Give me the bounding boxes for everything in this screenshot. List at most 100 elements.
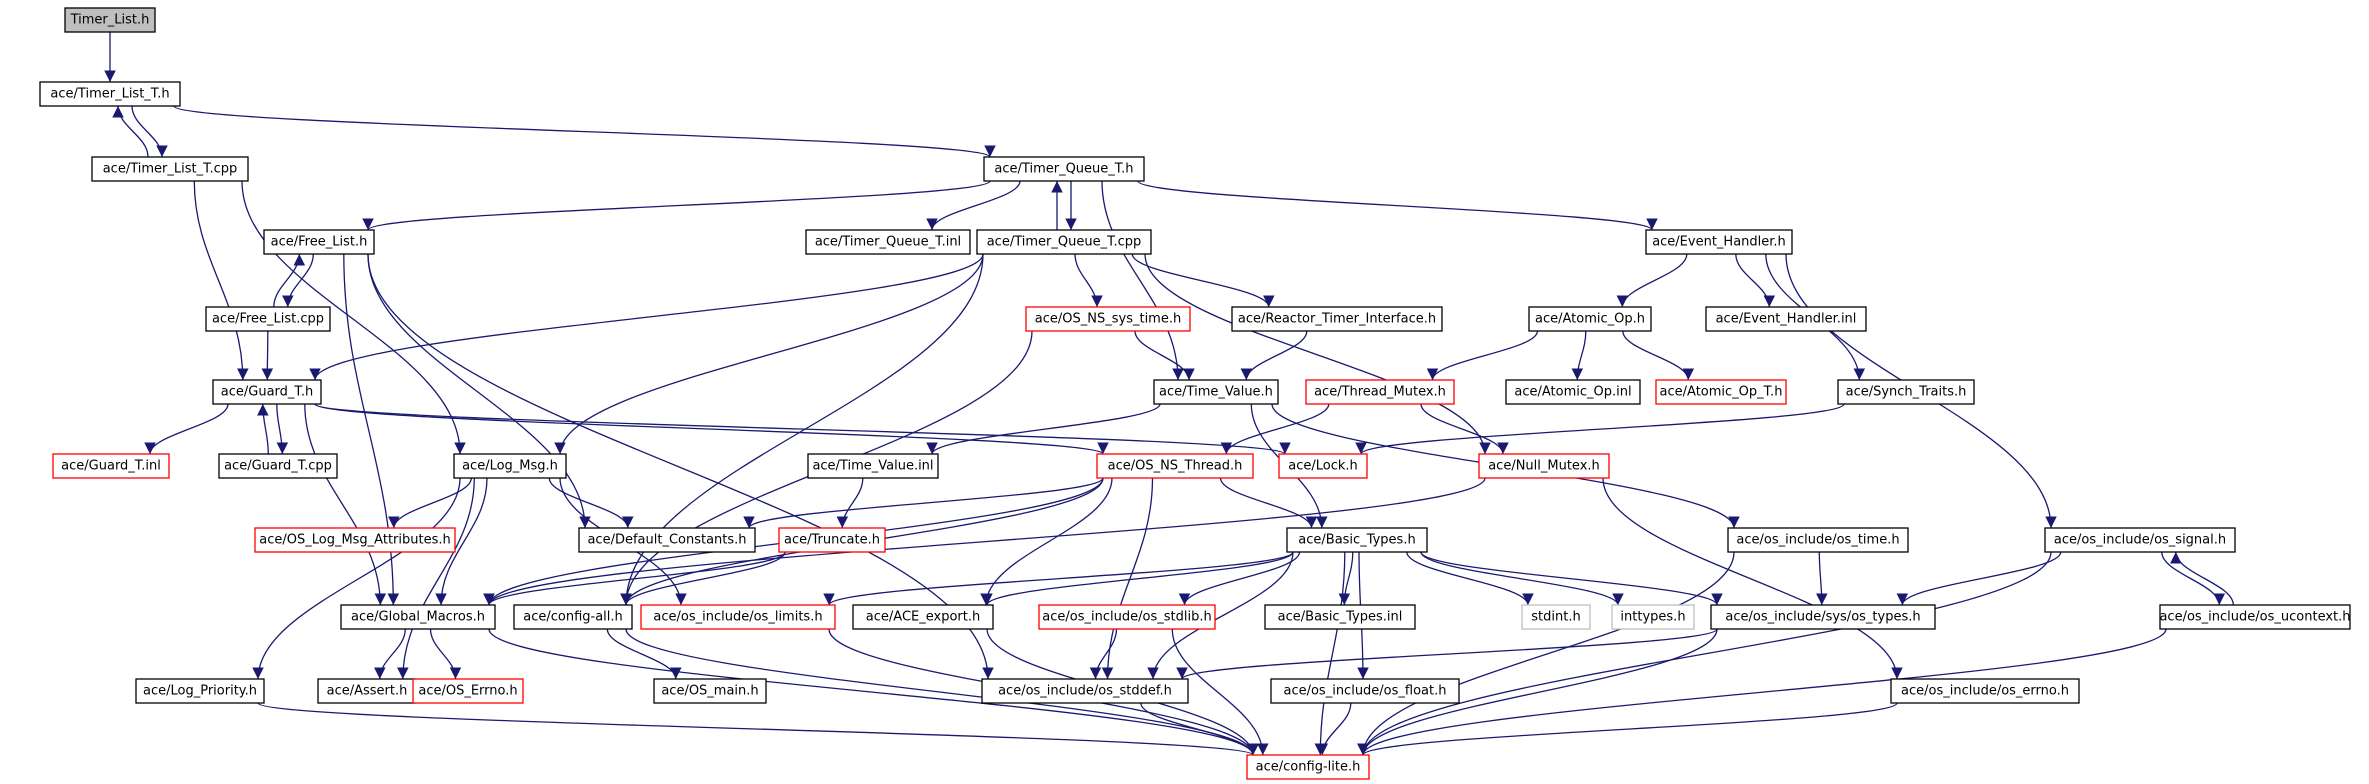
node-atomic-op-inl[interactable]: ace/Atomic_Op.inl — [1505, 379, 1641, 405]
node-config-all-h[interactable]: ace/config-all.h — [513, 604, 633, 630]
edge-free-list-cpp-to-free-list-h — [273, 253, 306, 308]
node-box — [1278, 453, 1368, 479]
node-truncate-h[interactable]: ace/Truncate.h — [778, 527, 886, 553]
node-timer-list-t-h[interactable]: ace/Timer_List_T.h — [39, 81, 181, 107]
node-box — [453, 453, 567, 479]
edge-os-time-h-to-sys-os-types-h — [1815, 551, 1828, 606]
edge-timer-list-t-cpp-to-timer-list-t-h — [112, 105, 149, 158]
node-os-limits-h[interactable]: ace/os_include/os_limits.h — [640, 604, 836, 630]
node-box — [317, 678, 417, 704]
node-guard-t-inl[interactable]: ace/Guard_T.inl — [52, 453, 170, 479]
node-global-macros-h[interactable]: ace/Global_Macros.h — [340, 604, 496, 630]
node-os-log-msg-attributes-h[interactable]: ace/OS_Log_Msg_Attributes.h — [254, 527, 456, 553]
node-label: ace/Time_Value.inl — [812, 459, 933, 474]
node-label: ace/Synch_Traits.h — [1846, 385, 1967, 400]
node-stdint-h[interactable]: stdint.h — [1521, 604, 1591, 630]
node-box — [983, 156, 1145, 182]
node-box — [1270, 678, 1460, 704]
node-box — [1890, 678, 2080, 704]
node-box — [1521, 604, 1591, 630]
node-box — [205, 306, 331, 332]
node-label: ace/os_include/os_float.h — [1283, 684, 1446, 699]
node-box — [1264, 604, 1416, 630]
node-atomic-op-h[interactable]: ace/Atomic_Op.h — [1528, 306, 1652, 332]
node-config-lite-h[interactable]: ace/config-lite.h — [1246, 754, 1370, 780]
node-free-list-h[interactable]: ace/Free_List.h — [263, 229, 375, 255]
node-sys-os-types-h[interactable]: ace/os_include/sys/os_types.h — [1710, 604, 1936, 630]
node-label: ace/Atomic_Op.inl — [1514, 385, 1631, 400]
node-ace-export-h[interactable]: ace/ACE_export.h — [852, 604, 994, 630]
node-timer-queue-t-inl[interactable]: ace/Timer_Queue_T.inl — [805, 229, 971, 255]
edge-os-ucontext-h-to-config-lite-h — [1357, 628, 2167, 756]
edge-os-include-os-errno-h-to-config-lite-h — [1357, 702, 1898, 756]
node-event-handler-h[interactable]: ace/Event_Handler.h — [1645, 229, 1793, 255]
node-os-main-h[interactable]: ace/OS_main.h — [653, 678, 767, 704]
node-box — [578, 527, 756, 553]
node-os-include-os-errno-h[interactable]: ace/os_include/os_errno.h — [1890, 678, 2080, 704]
node-box — [1611, 604, 1695, 630]
node-label: ace/Log_Msg.h — [462, 459, 558, 474]
node-layer: Timer_List.h ace/Timer_List_T.h ace/Timer_… — [39, 7, 2351, 780]
edge-truncate-h-to-global-macros-h — [483, 551, 786, 606]
node-label: ace/OS_NS_Thread.h — [1108, 459, 1243, 474]
node-time-value-h[interactable]: ace/Time_Value.h — [1153, 379, 1279, 405]
edge-os-ns-sys-time-h-to-time-value-h — [1134, 330, 1195, 381]
node-os-ns-sys-time-h[interactable]: ace/OS_NS_sys_time.h — [1025, 306, 1191, 332]
node-atomic-op-t-h[interactable]: ace/Atomic_Op_T.h — [1655, 379, 1787, 405]
node-lock-h[interactable]: ace/Lock.h — [1278, 453, 1368, 479]
node-timer-list-t-cpp[interactable]: ace/Timer_List_T.cpp — [91, 156, 249, 182]
node-label: ace/Null_Mutex.h — [1488, 459, 1600, 474]
edge-reactor-timer-interface-h-to-time-value-h — [1240, 330, 1308, 381]
node-os-stdlib-h[interactable]: ace/os_include/os_stdlib.h — [1038, 604, 1216, 630]
node-box — [778, 527, 886, 553]
node-event-handler-inl[interactable]: ace/Event_Handler.inl — [1705, 306, 1867, 332]
node-os-stddef-h[interactable]: ace/os_include/os_stddef.h — [981, 678, 1189, 704]
node-timer-list-h[interactable]: Timer_List.h — [64, 7, 156, 33]
node-null-mutex-h[interactable]: ace/Null_Mutex.h — [1478, 453, 1610, 479]
node-default-constants-h[interactable]: ace/Default_Constants.h — [578, 527, 756, 553]
node-reactor-timer-interface-h[interactable]: ace/Reactor_Timer_Interface.h — [1231, 306, 1443, 332]
node-guard-t-cpp[interactable]: ace/Guard_T.cpp — [218, 453, 338, 479]
edge-null-mutex-h-to-os-include-os-errno-h — [1602, 477, 1903, 680]
node-os-float-h[interactable]: ace/os_include/os_float.h — [1270, 678, 1460, 704]
node-box — [981, 678, 1189, 704]
node-box — [805, 229, 971, 255]
node-os-ucontext-h[interactable]: ace/os_include/os_ucontext.h — [2159, 604, 2351, 630]
edge-free-list-h-to-default-constants-h — [367, 253, 591, 529]
node-time-value-inl[interactable]: ace/Time_Value.inl — [807, 453, 939, 479]
node-synch-traits-h[interactable]: ace/Synch_Traits.h — [1837, 379, 1975, 405]
node-log-priority-h[interactable]: ace/Log_Priority.h — [135, 678, 265, 704]
node-box — [852, 604, 994, 630]
node-timer-queue-t-h[interactable]: ace/Timer_Queue_T.h — [983, 156, 1145, 182]
node-os-signal-h[interactable]: ace/os_include/os_signal.h — [2044, 527, 2236, 553]
edge-basic-types-h-to-ace-export-h — [981, 551, 1294, 606]
node-free-list-cpp[interactable]: ace/Free_List.cpp — [205, 306, 331, 332]
edge-log-msg-h-to-assert-h — [396, 477, 475, 680]
node-label: ace/Reactor_Timer_Interface.h — [1238, 312, 1436, 327]
edge-basic-types-h-to-config-lite-h — [1314, 551, 1346, 756]
node-box — [653, 678, 767, 704]
node-box — [1231, 306, 1443, 332]
edge-os-ns-thread-h-to-default-constants-h — [743, 477, 1104, 529]
node-label: ace/Guard_T.h — [221, 385, 313, 400]
node-basic-types-h[interactable]: ace/Basic_Types.h — [1286, 527, 1428, 553]
edge-log-priority-h-to-config-lite-h — [257, 702, 1259, 756]
edge-layer — [104, 32, 2234, 756]
node-box — [1710, 604, 1936, 630]
node-box — [1478, 453, 1610, 479]
node-label: ace/Time_Value.h — [1159, 385, 1273, 400]
node-os-errno-h-red[interactable]: ace/OS_Errno.h — [412, 678, 524, 704]
node-timer-queue-t-cpp[interactable]: ace/Timer_Queue_T.cpp — [976, 229, 1152, 255]
node-os-time-h[interactable]: ace/os_include/os_time.h — [1727, 527, 1909, 553]
node-basic-types-inl[interactable]: ace/Basic_Types.inl — [1264, 604, 1416, 630]
node-inttypes-h[interactable]: inttypes.h — [1611, 604, 1695, 630]
node-box — [513, 604, 633, 630]
node-thread-mutex-h[interactable]: ace/Thread_Mutex.h — [1305, 379, 1455, 405]
node-box — [807, 453, 939, 479]
edge-os-ns-thread-h-to-basic-types-h — [1219, 477, 1318, 529]
node-guard-t-h[interactable]: ace/Guard_T.h — [212, 379, 322, 405]
node-os-ns-thread-h[interactable]: ace/OS_NS_Thread.h — [1096, 453, 1254, 479]
node-log-msg-h[interactable]: ace/Log_Msg.h — [453, 453, 567, 479]
node-assert-h[interactable]: ace/Assert.h — [317, 678, 417, 704]
edge-timer-queue-t-h-to-free-list-h — [362, 180, 991, 231]
